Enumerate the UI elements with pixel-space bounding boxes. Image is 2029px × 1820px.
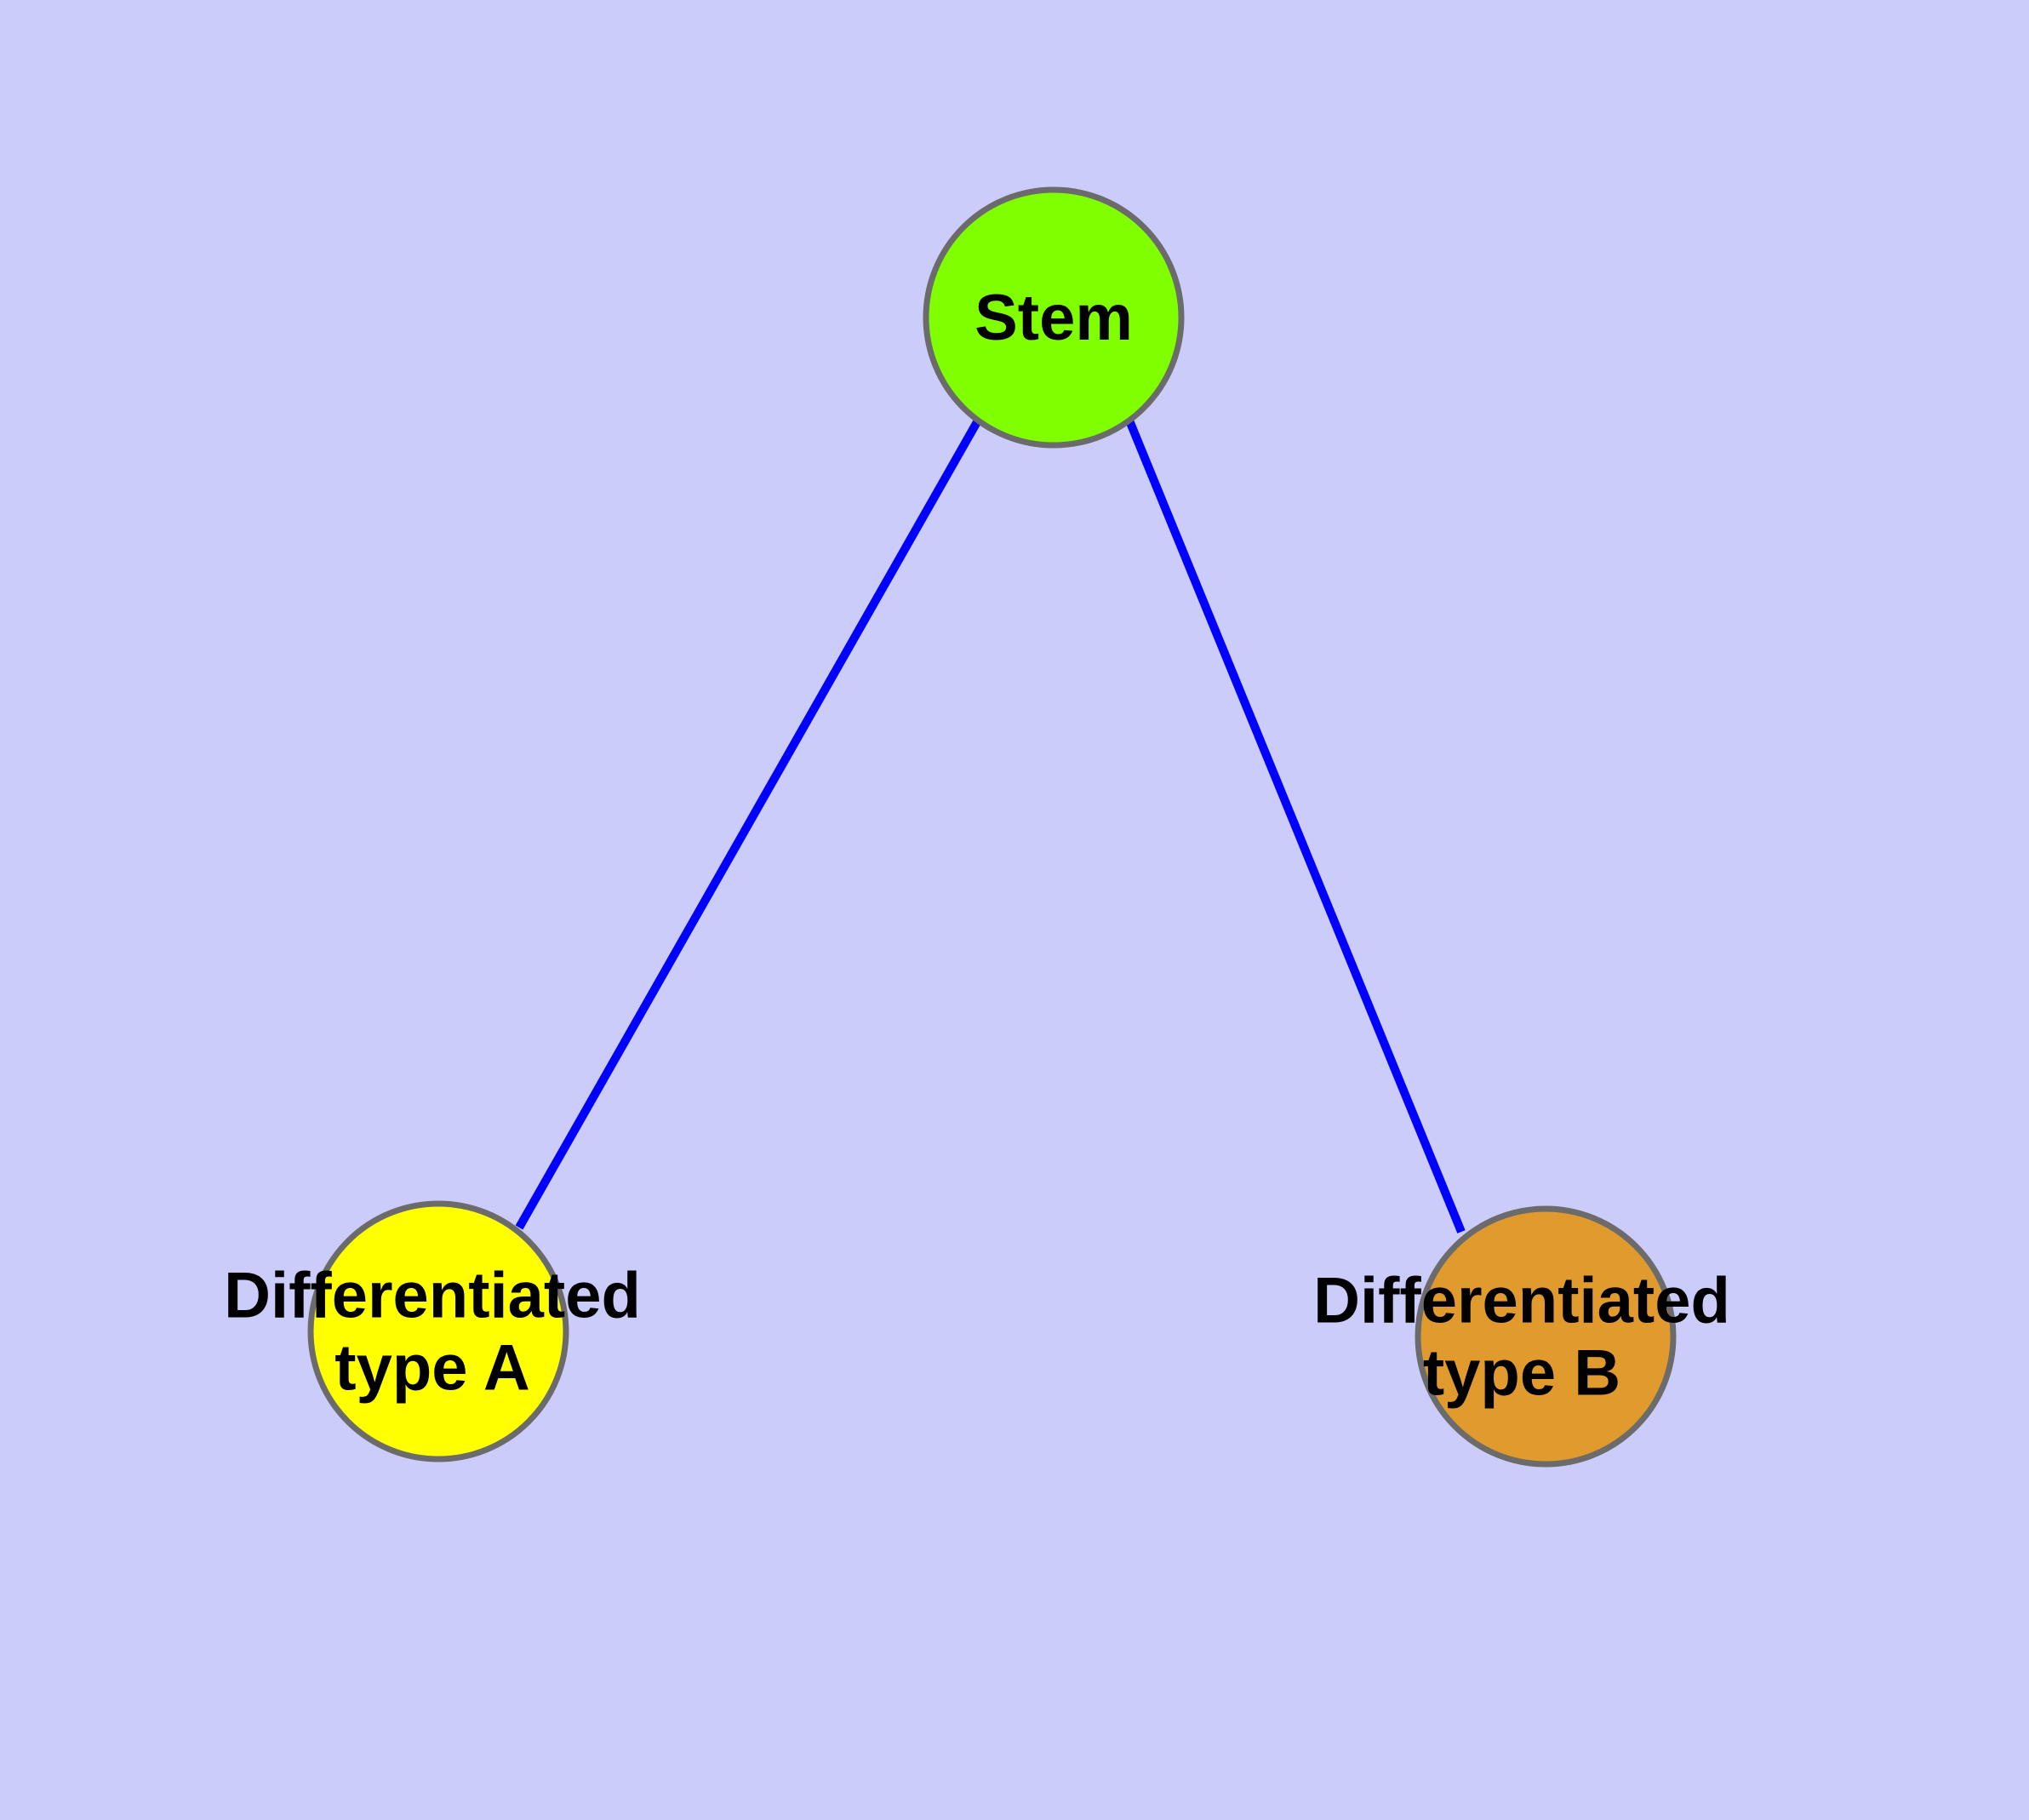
- node-label-diff_b-line-1: Differentiated: [1313, 1264, 1730, 1336]
- node-label-stem: Stem: [974, 282, 1133, 354]
- node-diff_b[interactable]: [1415, 1205, 1677, 1468]
- node-stem[interactable]: [923, 186, 1185, 449]
- node-label-diff_a-line-1: Differentiated: [224, 1259, 641, 1331]
- edge-stem-diff-b[interactable]: [1125, 419, 1466, 1233]
- edges-layer: [515, 418, 1466, 1233]
- node-label-diff_a-line-2: type A: [334, 1331, 529, 1404]
- node-label-stem-line-1: Stem: [974, 282, 1133, 354]
- nodes-layer: [307, 186, 1677, 1468]
- edge-stem-diff-a[interactable]: [515, 418, 982, 1230]
- node-diff_a[interactable]: [307, 1200, 569, 1462]
- node-label-diff_b-line-2: type B: [1423, 1336, 1620, 1409]
